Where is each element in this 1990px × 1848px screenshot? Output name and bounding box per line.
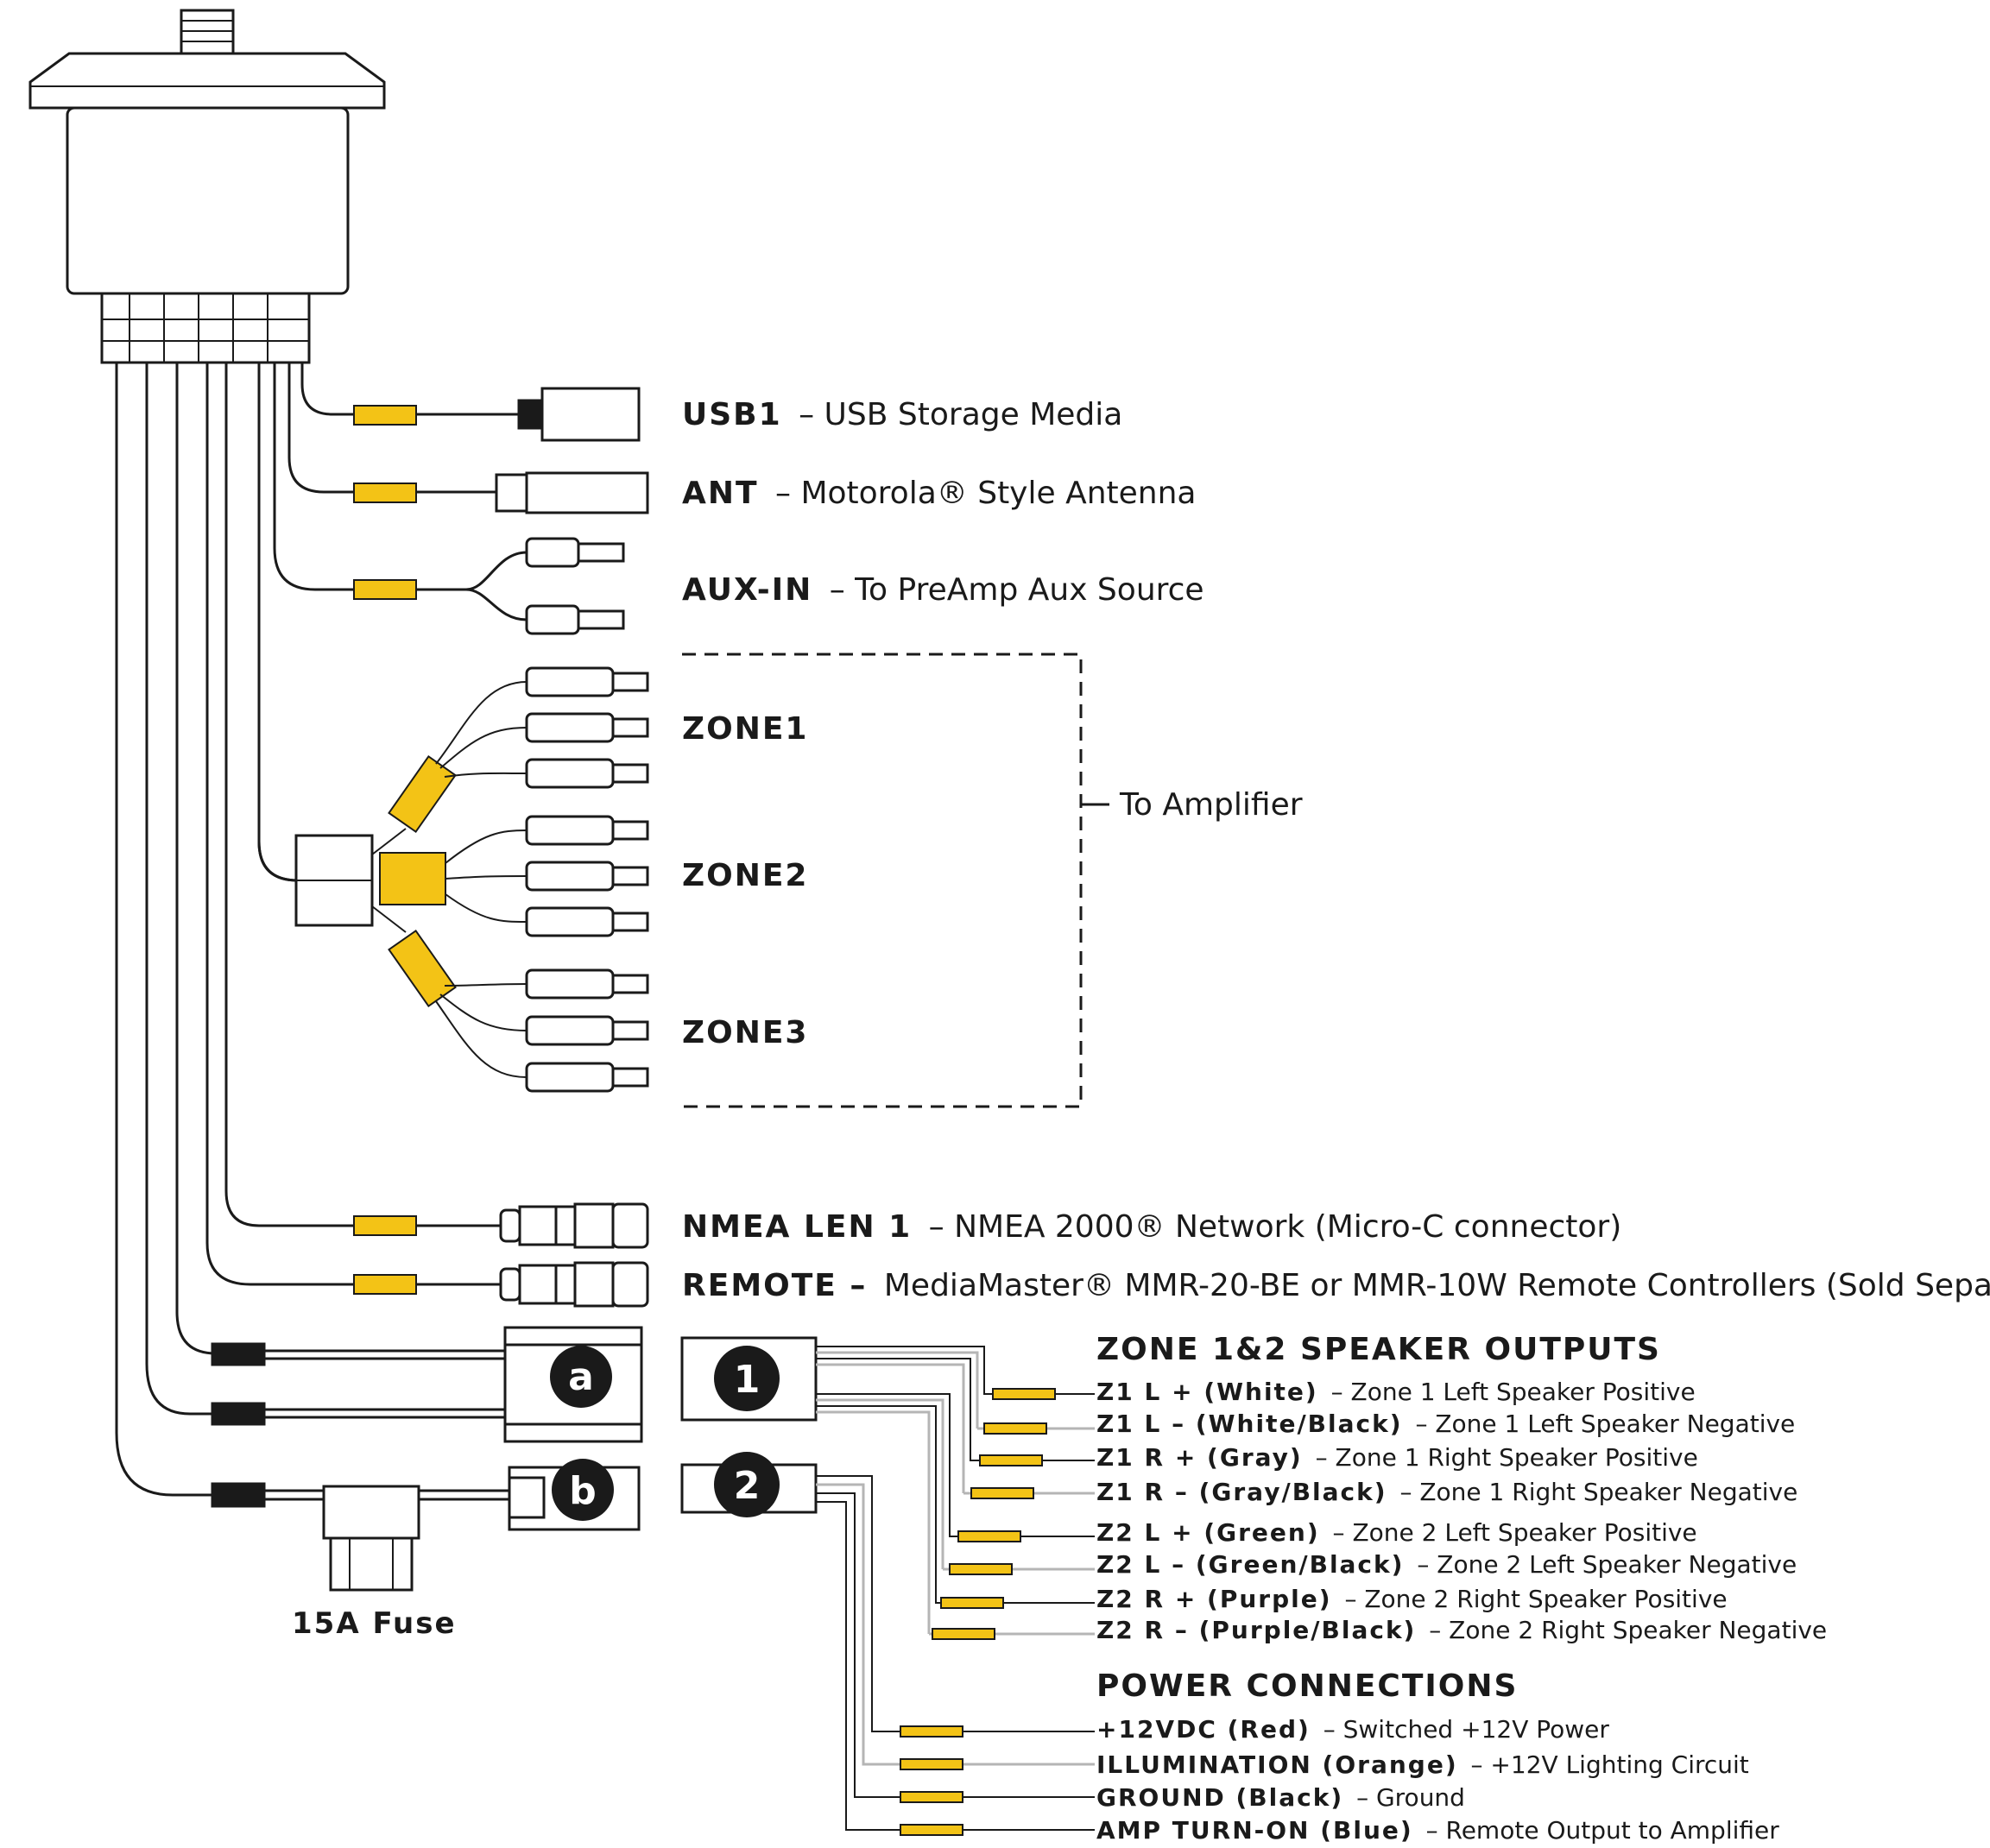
connector-2: 2 xyxy=(680,1452,818,1517)
speaker-output-row: Z1 L – (White/Black) – Zone 1 Left Speak… xyxy=(977,1410,1795,1438)
aux-in-cable xyxy=(353,537,625,635)
svg-text:Z2 R – (Purple/Black) –: Z2 R – (Purple/Black) – Zone 2 Right Spe… xyxy=(1096,1616,1827,1644)
nmea-cable xyxy=(353,1202,649,1249)
rca-jack xyxy=(525,815,649,846)
usb1-cable xyxy=(353,387,641,442)
ant-cable xyxy=(353,471,649,514)
svg-text:Z2 L + (Green) – Zone 2: Z2 L + (Green) – Zone 2 Left Speaker Pos… xyxy=(1096,1518,1697,1547)
nmea-label: NMEA LEN 1 – NMEA 2000® Network (Micro-C… xyxy=(682,1209,1621,1245)
svg-text:1: 1 xyxy=(734,1358,761,1402)
speaker-output-row: Z2 L + (Green) – Zone 2 Left Speaker Pos… xyxy=(957,1518,1697,1547)
rca-jack xyxy=(525,666,649,697)
speaker-outputs-heading: ZONE 1&2 SPEAKER OUTPUTS xyxy=(1096,1332,1661,1367)
rca-jack xyxy=(525,1062,649,1093)
rca-jack xyxy=(525,906,649,937)
power-connection-row: +12VDC (Red) – Switched +12V Power xyxy=(898,1715,1609,1744)
svg-text:Z1 R + (Gray) – Zone 1 R: Z1 R + (Gray) – Zone 1 Right Speaker Pos… xyxy=(1096,1443,1698,1472)
svg-text:GROUND (Black) – Ground: GROUND (Black) – Ground xyxy=(1096,1783,1465,1812)
svg-text:Z1 L – (White/Black) – Z: Z1 L – (White/Black) – Zone 1 Left Speak… xyxy=(1096,1410,1795,1438)
remote-cable xyxy=(353,1261,649,1308)
power-connection-row: ILLUMINATION (Orange) – +12V Lighting Ci… xyxy=(898,1750,1749,1779)
usb1-label: USB1 – USB Storage Media xyxy=(682,397,1122,432)
svg-text:+12VDC (Red) – Switched: +12VDC (Red) – Switched +12V Power xyxy=(1096,1715,1609,1744)
svg-text:Z1 L + (White) – Zone 1: Z1 L + (White) – Zone 1 Left Speaker Pos… xyxy=(1096,1378,1696,1406)
zone-harness xyxy=(257,681,528,1078)
speaker-output-row: Z1 R – (Gray/Black) – Zone 1 Right Speak… xyxy=(963,1478,1797,1506)
speaker-output-row: Z2 L – (Green/Black) – Zone 2 Left Speak… xyxy=(943,1550,1797,1579)
speaker-wires xyxy=(816,1346,993,1634)
remote-label: REMOTE – MediaMaster® MMR-20-BE or MMR-1… xyxy=(682,1268,1990,1303)
zone2-label: ZONE2 xyxy=(682,858,808,893)
power-connection-row: GROUND (Black) – Ground xyxy=(898,1783,1465,1812)
power-connection-row: AMP TURN-ON (Blue) – Remote Output to Am… xyxy=(898,1816,1779,1845)
rca-jack xyxy=(525,712,649,743)
fuse-label: 15A Fuse xyxy=(292,1606,457,1641)
svg-text:Z2 R + (Purple) – Zone 2: Z2 R + (Purple) – Zone 2 Right Speaker P… xyxy=(1096,1585,1728,1613)
svg-text:Z1 R – (Gray/Black) – Zo: Z1 R – (Gray/Black) – Zone 1 Right Speak… xyxy=(1096,1478,1797,1506)
speaker-output-row: Z2 R + (Purple) – Zone 2 Right Speaker P… xyxy=(940,1585,1728,1613)
amplifier-bracket xyxy=(682,653,1109,1108)
connector-1: 1 xyxy=(680,1336,818,1422)
speaker-output-row: Z2 R – (Purple/Black) – Zone 2 Right Spe… xyxy=(929,1616,1827,1644)
svg-text:Z2 L – (Green/Black) – Z: Z2 L – (Green/Black) – Zone 2 Left Speak… xyxy=(1096,1550,1797,1579)
rca-jacks xyxy=(525,666,649,1093)
connector-a-badge: a xyxy=(550,1346,612,1408)
svg-text:2: 2 xyxy=(734,1464,761,1508)
head-unit xyxy=(28,9,386,364)
power-wires xyxy=(816,1475,898,1831)
rca-jack xyxy=(525,968,649,1000)
aux-in-label: AUX-IN – To PreAmp Aux Source xyxy=(682,572,1204,608)
rca-jack xyxy=(525,758,649,789)
rca-jack xyxy=(525,1015,649,1046)
ant-label: ANT – Motorola® Style Antenna xyxy=(682,476,1196,511)
svg-text:a: a xyxy=(568,1355,594,1399)
speaker-output-row: Z1 L + (White) – Zone 1 Left Speaker Pos… xyxy=(992,1378,1696,1406)
to-amplifier-label: To Amplifier xyxy=(1119,787,1303,823)
svg-text:ILLUMINATION (Orange) –: ILLUMINATION (Orange) – +12V Lighting Ci… xyxy=(1096,1750,1749,1779)
power-connections-heading: POWER CONNECTIONS xyxy=(1096,1668,1518,1704)
rca-jack xyxy=(525,861,649,892)
connector-b-badge: b xyxy=(552,1459,614,1521)
svg-text:AMP TURN-ON (Blue) – Re: AMP TURN-ON (Blue) – Remote Output to Am… xyxy=(1096,1816,1779,1845)
fuse-holder xyxy=(322,1485,420,1592)
svg-text:b: b xyxy=(569,1469,597,1513)
speaker-output-row: Z1 R + (Gray) – Zone 1 Right Speaker Pos… xyxy=(979,1443,1698,1472)
harness-trunk xyxy=(115,363,354,1497)
zone3-label: ZONE3 xyxy=(682,1015,808,1050)
zone1-label: ZONE1 xyxy=(682,711,808,747)
